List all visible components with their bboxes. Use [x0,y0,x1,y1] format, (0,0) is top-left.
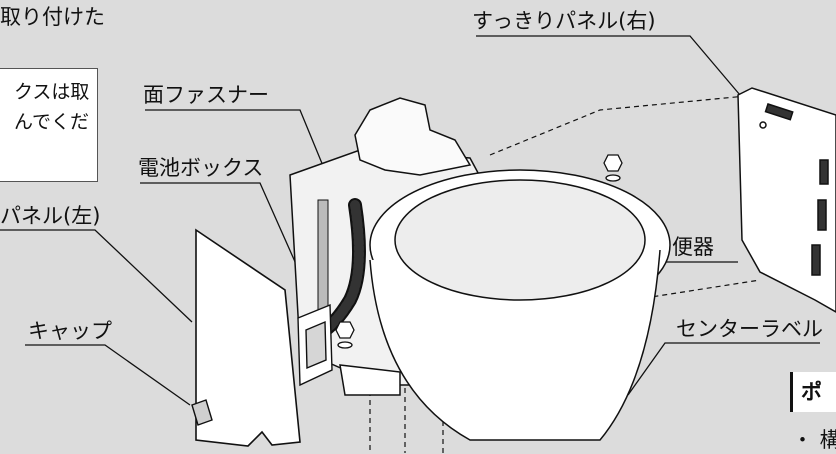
label-toilet: 便器 [672,235,714,259]
leader-left-panel [0,229,193,323]
fastener-strip [317,199,329,321]
note-box [0,68,98,182]
leader-right-panel [476,35,741,96]
point-box-title: ポ [801,380,822,404]
label-right-panel: すっきりパネル(右) [472,9,656,33]
top-left-text: 取り付けた [0,5,105,29]
leader-center-label [627,342,820,396]
label-battery-box: 電池ボックス [138,156,264,180]
note-box-line2: んでくだ [14,111,90,133]
toilet-body [289,97,671,441]
left-panel [195,228,301,447]
dashed-line-right-top [489,95,747,156]
battery-box [297,303,333,387]
bullet-text: ・ 構 [792,428,836,452]
nut-left [335,321,355,349]
cap-part [191,399,213,426]
point-box: ポ [790,372,836,412]
right-panel [737,87,836,313]
leader-cap [25,344,191,406]
label-left-panel: パネル(左) [0,204,101,228]
label-center-label: センターラベル [676,317,823,341]
note-box-line1: クスは取 [14,81,90,103]
label-fastener: 面ファスナー [143,83,269,107]
label-cap: キャップ [28,319,112,343]
nut-right [603,154,623,182]
